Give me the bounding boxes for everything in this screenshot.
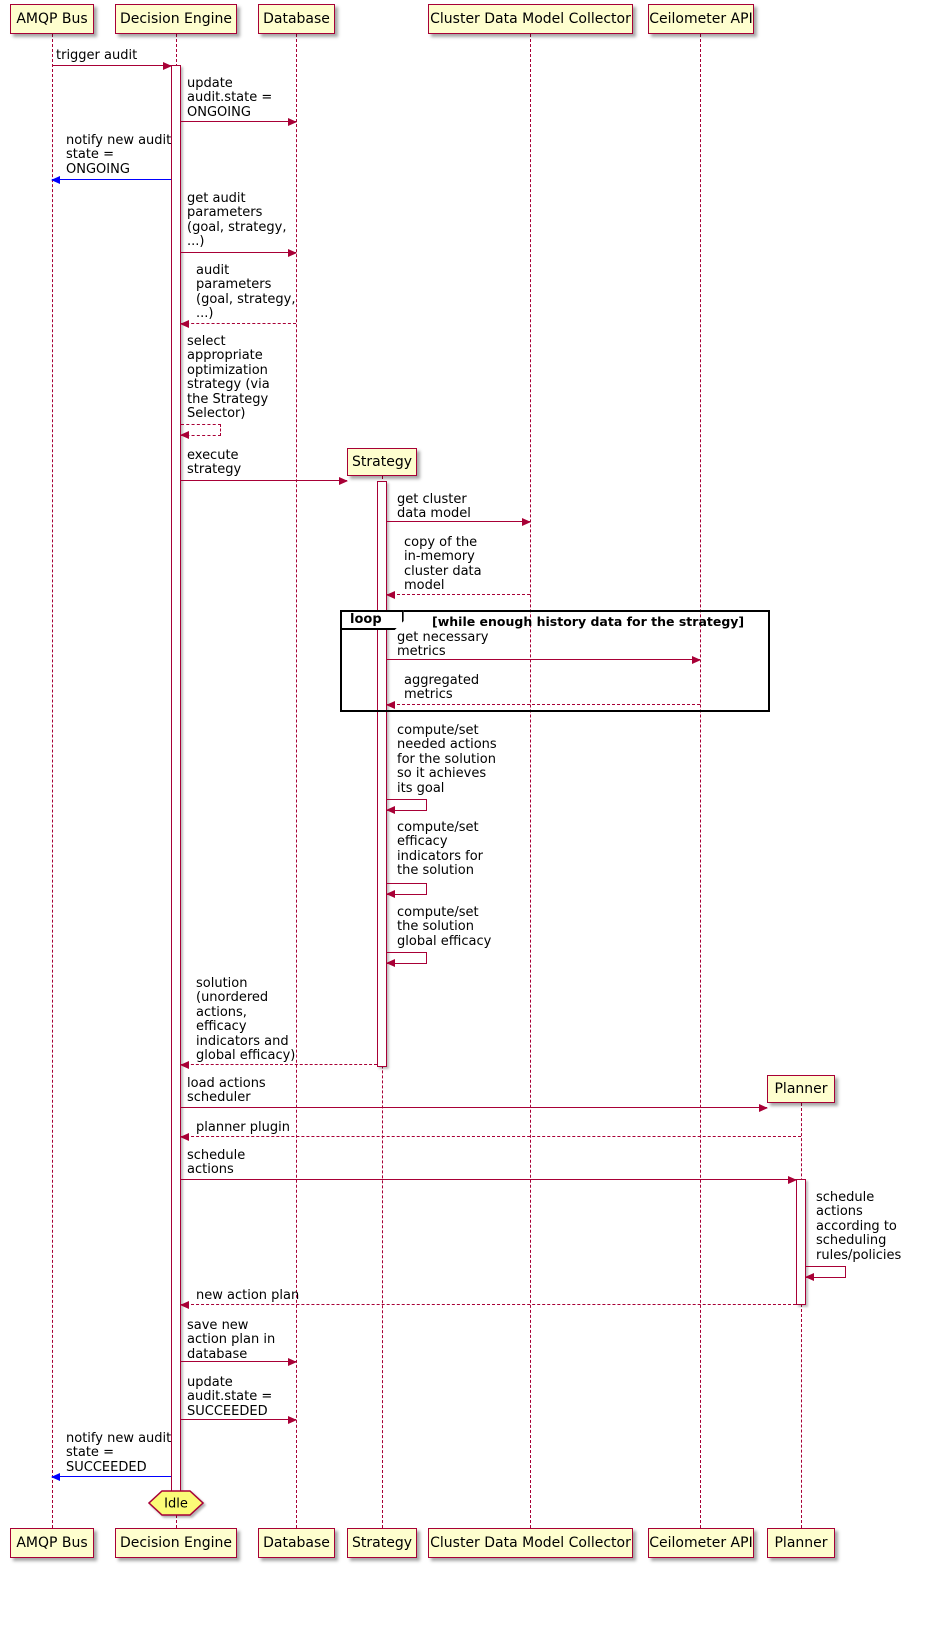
participant-label: Ceilometer API bbox=[649, 1535, 753, 1551]
lifeline-database bbox=[296, 34, 297, 1528]
label-compute-needed-actions: compute/set needed actions for the solut… bbox=[397, 723, 497, 796]
participant-bottom-cluster-data-model-collector: Cluster Data Model Collector bbox=[428, 1528, 633, 1558]
participant-top-database: Database bbox=[258, 4, 335, 34]
label-compute-efficacy-indicators: compute/set efficacy indicators for the … bbox=[397, 820, 484, 879]
activation-strategy bbox=[377, 481, 387, 1067]
arrow-update-state-succeeded bbox=[181, 1416, 297, 1424]
label-select-strategy: select appropriate optimization strategy… bbox=[187, 334, 270, 422]
arrow-get-audit-parameters bbox=[181, 249, 297, 257]
arrow-new-action-plan-return bbox=[180, 1301, 796, 1309]
participant-bottom-ceilometer-api: Ceilometer API bbox=[648, 1528, 754, 1558]
label-notify-state-ongoing: notify new audit state = ONGOING bbox=[66, 133, 172, 177]
label-schedule-actions: schedule actions bbox=[187, 1148, 246, 1178]
participant-label: Database bbox=[263, 11, 330, 27]
end-state-idle: Idle bbox=[148, 1490, 204, 1516]
participant-top-decision-engine: Decision Engine bbox=[115, 4, 237, 34]
arrow-select-strategy-self bbox=[180, 424, 221, 439]
lifeline-ceilometer-api bbox=[700, 34, 701, 1528]
arrow-solution-return bbox=[180, 1061, 377, 1069]
label-audit-parameters-return: audit parameters (goal, strategy, ...) bbox=[196, 263, 296, 322]
arrow-compute-needed-actions-self bbox=[386, 799, 427, 814]
participant-label: Strategy bbox=[352, 1535, 412, 1551]
label-update-state-succeeded: update audit.state = SUCCEEDED bbox=[187, 1375, 273, 1419]
participant-created-planner: Planner bbox=[767, 1075, 835, 1103]
arrow-trigger-audit bbox=[52, 62, 172, 70]
arrow-save-action-plan bbox=[181, 1358, 297, 1366]
participant-label: Ceilometer API bbox=[649, 11, 753, 27]
lifeline-planner bbox=[801, 1103, 802, 1528]
label-compute-global-efficacy: compute/set the solution global efficacy bbox=[397, 905, 492, 949]
label-schedule-according-rules: schedule actions according to scheduling… bbox=[816, 1190, 902, 1263]
activation-planner bbox=[796, 1179, 806, 1305]
arrow-notify-state-ongoing bbox=[51, 176, 171, 184]
arrow-compute-global-efficacy-self bbox=[386, 952, 427, 967]
arrow-load-actions-scheduler bbox=[181, 1104, 768, 1112]
label-notify-state-succeeded: notify new audit state = SUCCEEDED bbox=[66, 1431, 172, 1475]
label-get-audit-parameters: get audit parameters (goal, strategy, ..… bbox=[187, 191, 287, 250]
label-update-state-ongoing: update audit.state = ONGOING bbox=[187, 76, 273, 120]
label-planner-plugin-return: planner plugin bbox=[196, 1120, 290, 1135]
participant-top-amqp-bus: AMQP Bus bbox=[10, 4, 94, 34]
arrow-audit-parameters-return bbox=[180, 320, 296, 328]
arrow-aggregated-metrics-return bbox=[386, 701, 700, 709]
participant-label: Cluster Data Model Collector bbox=[430, 11, 631, 27]
label-get-necessary-metrics: get necessary metrics bbox=[397, 630, 489, 660]
participant-bottom-database: Database bbox=[258, 1528, 335, 1558]
label-aggregated-metrics-return: aggregated metrics bbox=[404, 673, 480, 703]
arrow-update-state-ongoing bbox=[181, 118, 297, 126]
participant-label: Planner bbox=[774, 1081, 828, 1097]
participant-top-ceilometer-api: Ceilometer API bbox=[648, 4, 754, 34]
label-load-actions-scheduler: load actions scheduler bbox=[187, 1076, 266, 1106]
participant-label: Strategy bbox=[352, 454, 412, 470]
arrow-schedule-according-rules-self bbox=[805, 1266, 846, 1281]
participant-created-strategy: Strategy bbox=[347, 448, 417, 476]
arrow-get-cluster-data-model bbox=[387, 518, 531, 526]
arrow-planner-plugin-return bbox=[180, 1133, 801, 1141]
participant-bottom-decision-engine: Decision Engine bbox=[115, 1528, 237, 1558]
label-new-action-plan-return: new action plan bbox=[196, 1288, 300, 1303]
label-execute-strategy: execute strategy bbox=[187, 448, 242, 478]
participant-label: Cluster Data Model Collector bbox=[430, 1535, 631, 1551]
lifeline-amqp-bus bbox=[52, 34, 53, 1528]
participant-label: Decision Engine bbox=[119, 1535, 233, 1551]
participant-label: Decision Engine bbox=[119, 11, 233, 27]
arrow-compute-efficacy-indicators-self bbox=[386, 883, 427, 898]
label-trigger-audit: trigger audit bbox=[56, 48, 138, 63]
arrow-schedule-actions bbox=[181, 1176, 797, 1184]
loop-frame: loop [while enough history data for the … bbox=[340, 610, 770, 712]
label-cluster-data-model-return: copy of the in-memory cluster data model bbox=[404, 535, 482, 594]
participant-label: AMQP Bus bbox=[16, 1535, 88, 1551]
participant-label: AMQP Bus bbox=[16, 11, 88, 27]
loop-frame-condition: [while enough history data for the strat… bbox=[432, 614, 745, 629]
participant-bottom-amqp-bus: AMQP Bus bbox=[10, 1528, 94, 1558]
label-get-cluster-data-model: get cluster data model bbox=[397, 492, 471, 522]
label-solution-return: solution (unordered actions, efficacy in… bbox=[196, 976, 296, 1064]
participant-top-cluster-data-model-collector: Cluster Data Model Collector bbox=[428, 4, 633, 34]
loop-frame-keyword: loop bbox=[340, 610, 404, 630]
participant-bottom-strategy: Strategy bbox=[347, 1528, 417, 1558]
label-save-action-plan: save new action plan in database bbox=[187, 1318, 276, 1362]
arrow-execute-strategy bbox=[181, 477, 348, 485]
participant-bottom-planner: Planner bbox=[767, 1528, 835, 1558]
activation-decision-engine bbox=[171, 65, 181, 1492]
participant-label: Planner bbox=[774, 1535, 828, 1551]
arrow-notify-state-succeeded bbox=[51, 1473, 171, 1481]
arrow-get-necessary-metrics bbox=[387, 656, 701, 664]
end-state-hexagon bbox=[148, 1490, 204, 1516]
participant-label: Database bbox=[263, 1535, 330, 1551]
end-state-label: Idle bbox=[164, 1497, 188, 1512]
lifeline-cluster-data-model-collector bbox=[530, 34, 531, 1528]
arrow-cluster-data-model-return bbox=[386, 591, 530, 599]
